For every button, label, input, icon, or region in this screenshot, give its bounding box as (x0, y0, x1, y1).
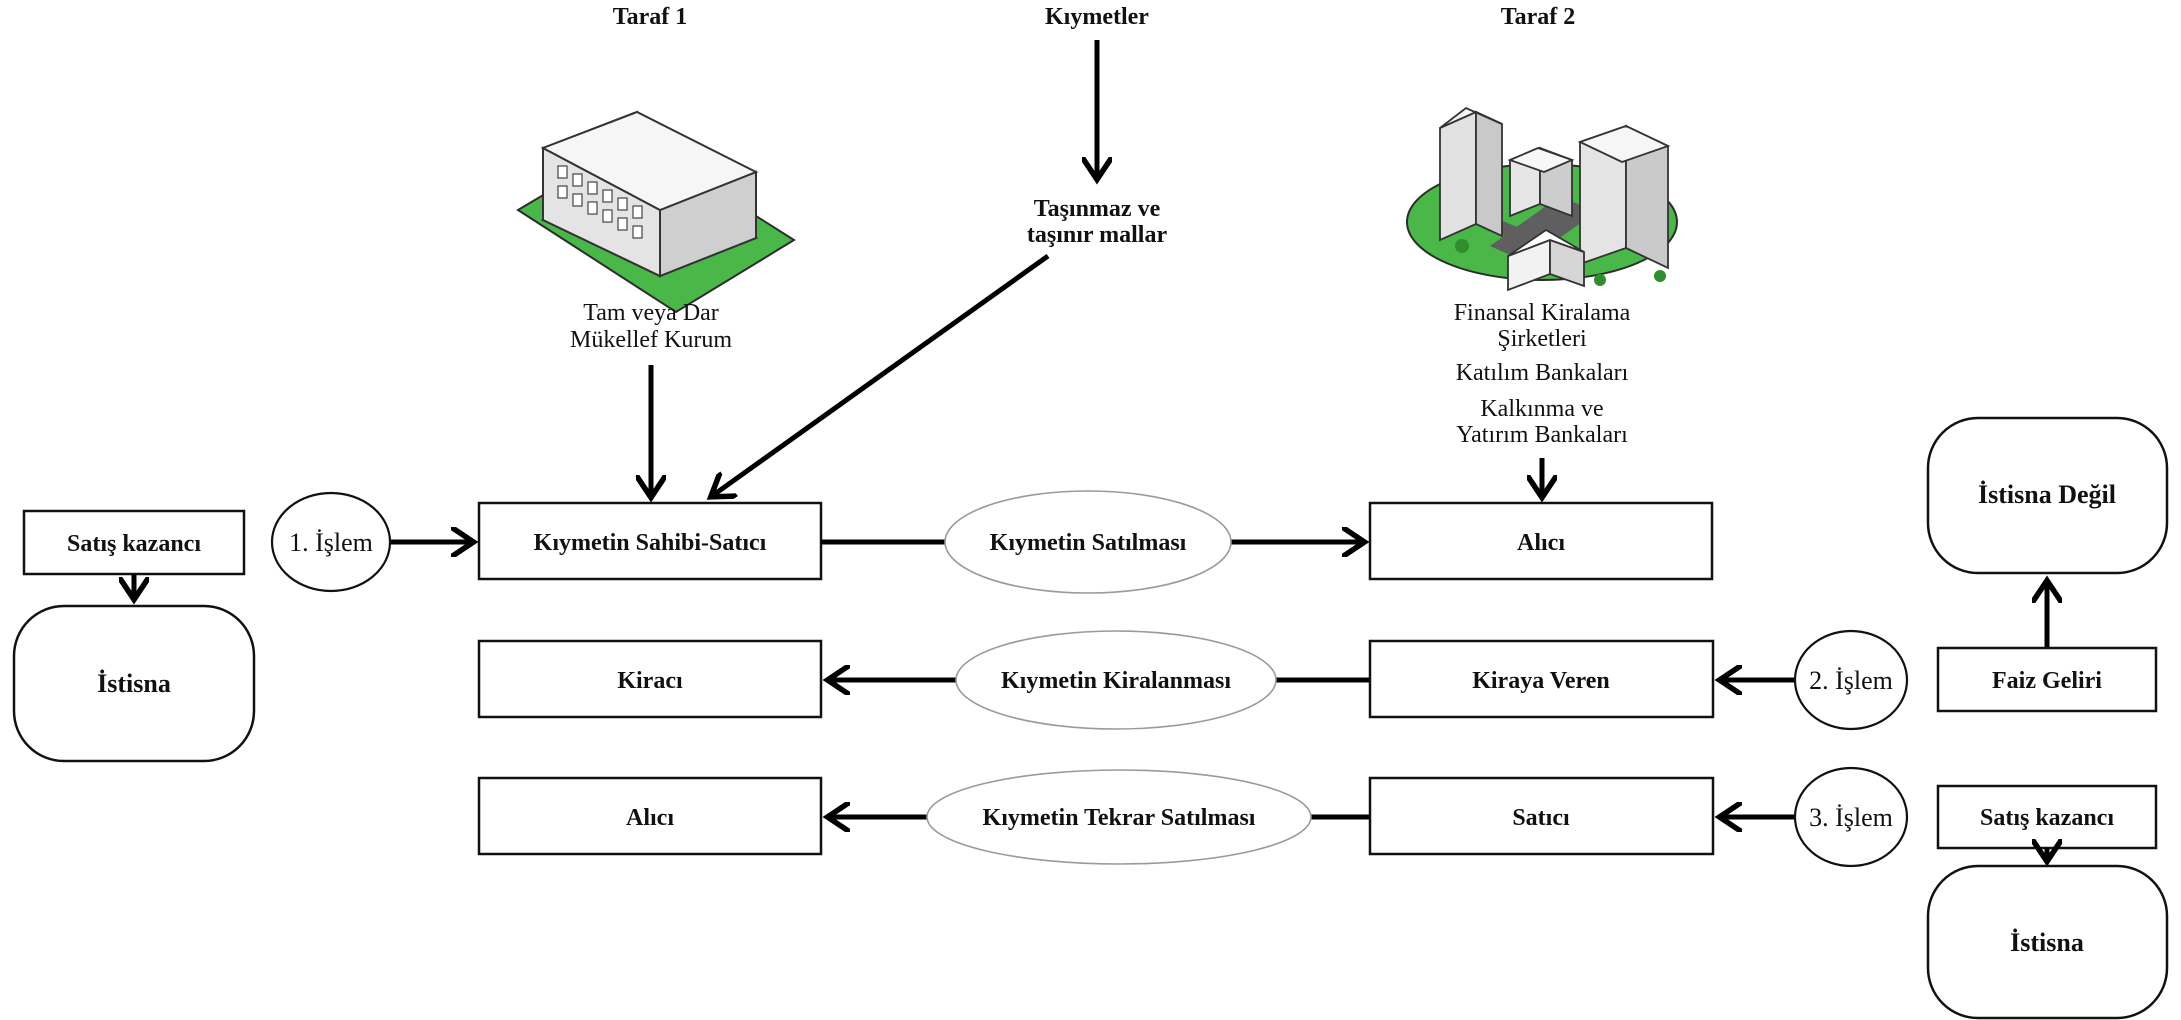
party1-label-line2: Mükellef Kurum (570, 327, 732, 353)
row3-seller-box (1368, 776, 1715, 856)
row3-buyer-label: Alıcı (626, 805, 674, 831)
interest-income-label: Faiz Geliri (1992, 668, 2102, 694)
row3-seller-label: Satıcı (1512, 805, 1570, 831)
not-exempt-box (1926, 416, 2169, 575)
step2-circle (1793, 629, 1909, 731)
sale-label: Kıymetin Satılması (990, 530, 1187, 556)
step2-label: 2. İşlem (1809, 666, 1893, 695)
lessor-box (1368, 639, 1715, 719)
resale-oval (926, 769, 1312, 865)
party2-label-line2: Şirketleri (1497, 326, 1587, 352)
party2-label-line1: Finansal Kiralama (1454, 300, 1631, 326)
step3-circle (1793, 766, 1909, 868)
assets-diagonal-arrow (712, 253, 1050, 496)
buyer-box (1368, 501, 1714, 581)
step3-label: 3. İşlem (1809, 803, 1893, 832)
header-party1: Taraf 1 (613, 4, 687, 30)
right-sales-gain-label: Satış kazancı (1980, 805, 2114, 831)
party2-label-line4: Kalkınma ve (1480, 396, 1603, 422)
city-skyline-icon (1406, 106, 1678, 292)
not-exempt-label: İstisna Değil (1978, 480, 2116, 509)
header-party2: Taraf 2 (1501, 4, 1575, 30)
step1-circle (270, 491, 392, 593)
lessee-box (477, 639, 823, 719)
lessor-label: Kiraya Veren (1472, 668, 1610, 694)
buyer-label: Alıcı (1517, 530, 1565, 556)
assets-label-line1: Taşınmaz ve (1034, 196, 1161, 222)
right-exempt-label: İstisna (2010, 928, 2084, 957)
assets-label-line2: taşınır mallar (1027, 222, 1168, 248)
party2-label-line5: Yatırım Bankaları (1456, 422, 1628, 448)
left-sales-gain-label: Satış kazancı (67, 531, 201, 557)
left-exempt-box (12, 604, 256, 763)
right-exempt-box (1926, 864, 2169, 1020)
step1-label: 1. İşlem (289, 528, 373, 557)
row3-buyer-box (477, 776, 823, 856)
left-exempt-label: İstisna (97, 669, 171, 698)
resale-label: Kıymetin Tekrar Satılması (983, 805, 1256, 831)
owner-seller-label: Kıymetin Sahibi-Satıcı (534, 530, 767, 556)
header-assets: Kıymetler (1045, 4, 1149, 30)
left-sales-gain-box (22, 509, 246, 576)
interest-income-box (1936, 646, 2158, 713)
party1-label-line1: Tam veya Dar (583, 300, 719, 326)
lease-oval (955, 630, 1277, 730)
lessee-label: Kiracı (617, 668, 683, 694)
lease-label: Kıymetin Kiralanması (1001, 668, 1231, 694)
party2-label-line3: Katılım Bankaları (1456, 360, 1629, 386)
office-building-icon (516, 110, 796, 314)
sale-oval (944, 490, 1232, 594)
right-sales-gain-box (1936, 784, 2158, 850)
